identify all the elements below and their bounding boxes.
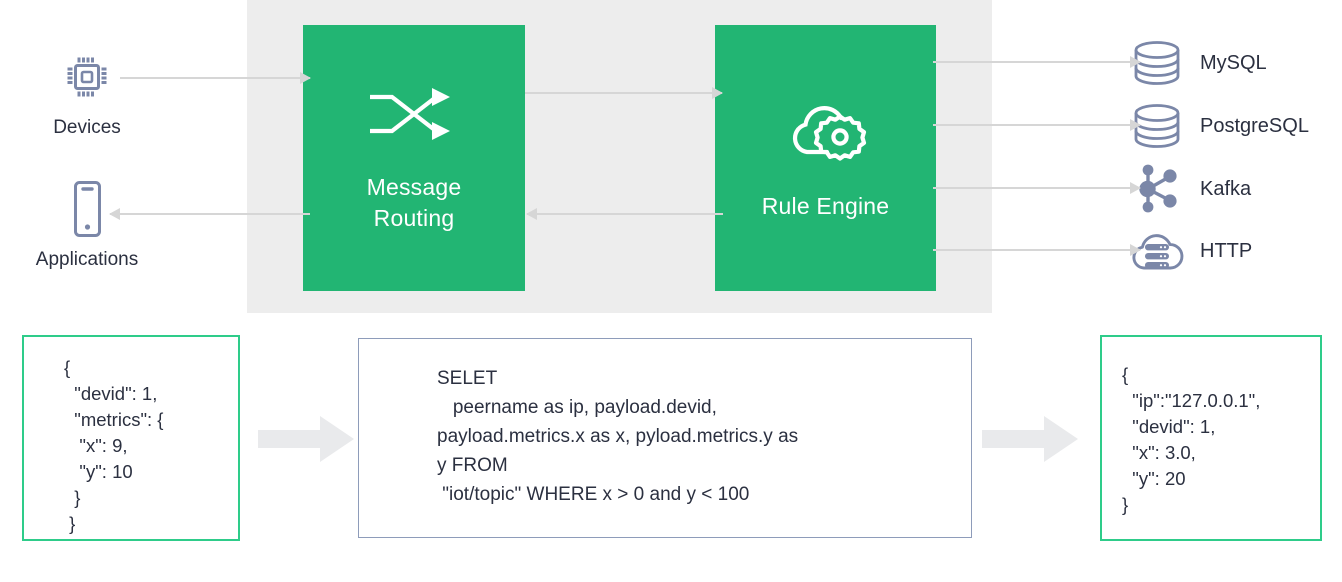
arrowhead-left-icon <box>109 208 120 220</box>
label-line-2: Routing <box>373 204 455 231</box>
service-box-rule-engine-label: Rule Engine <box>761 193 890 219</box>
output-payload-text: { "ip":"127.0.0.1", "devid": 1, "x": 3.0… <box>1122 364 1261 515</box>
cloud-gear-icon <box>784 94 868 169</box>
shuffle-routing-icon <box>368 83 460 150</box>
mobile-phone-icon <box>12 178 162 240</box>
connector-line <box>933 187 1140 189</box>
arrowhead-right-icon <box>1130 244 1141 256</box>
connector-rule-engine-to-mysql <box>933 56 1141 68</box>
connector-line <box>525 92 722 94</box>
arrowhead-right-icon <box>712 87 723 99</box>
service-box-message-routing-label: Message Routing <box>367 172 462 234</box>
endpoint-kafka[interactable]: Kafka <box>1130 162 1251 216</box>
connector-line <box>527 213 723 215</box>
endpoint-mysql[interactable]: MySQL <box>1130 36 1267 90</box>
connector-routing-to-applications <box>109 208 310 220</box>
endpoint-mysql-label: MySQL <box>1200 51 1267 74</box>
connector-routing-to-rule-engine <box>525 87 723 99</box>
arrowhead-right-icon <box>1130 56 1141 68</box>
arrowhead-right-icon <box>1130 119 1141 131</box>
endpoint-http-label: HTTP <box>1200 239 1253 262</box>
flow-arrow-input-to-sql <box>258 416 354 467</box>
connector-line <box>120 77 310 79</box>
endpoint-devices-label: Devices <box>53 117 121 138</box>
connector-rule-engine-to-postgresql <box>933 119 1141 131</box>
input-payload-box[interactable]: { "devid": 1, "metrics": { "x": 9, "y": … <box>22 335 240 541</box>
cloud-server-icon <box>1130 224 1184 278</box>
connector-devices-to-routing <box>120 72 311 84</box>
label-line-1: Message <box>366 173 462 200</box>
endpoint-postgresql-label: PostgreSQL <box>1200 114 1309 137</box>
connector-line <box>933 124 1140 126</box>
chip-icon <box>12 46 162 108</box>
flow-arrow-sql-to-output <box>982 416 1078 467</box>
arrowhead-right-icon <box>1130 182 1141 194</box>
connector-rule-engine-to-routing <box>526 208 723 220</box>
connector-rule-engine-to-kafka <box>933 182 1141 194</box>
endpoint-http[interactable]: HTTP <box>1130 224 1252 278</box>
endpoint-applications-label: Applications <box>35 249 139 270</box>
connector-line <box>110 213 310 215</box>
endpoint-postgresql[interactable]: PostgreSQL <box>1130 99 1309 153</box>
connector-line <box>933 249 1140 251</box>
endpoint-applications[interactable]: Applications <box>12 178 162 272</box>
input-payload-text: { "devid": 1, "metrics": { "x": 9, "y": … <box>64 357 164 534</box>
service-box-rule-engine[interactable]: Rule Engine <box>715 25 936 291</box>
rule-sql-text: SELET peername as ip, payload.devid, pay… <box>437 368 799 505</box>
arrowhead-left-icon <box>526 208 537 220</box>
output-payload-box[interactable]: { "ip":"127.0.0.1", "devid": 1, "x": 3.0… <box>1100 335 1322 541</box>
arrowhead-right-icon <box>300 72 311 84</box>
endpoint-kafka-label: Kafka <box>1200 177 1252 200</box>
node-graph-icon <box>1130 162 1184 216</box>
connector-rule-engine-to-http <box>933 244 1141 256</box>
endpoint-devices[interactable]: Devices <box>12 46 162 140</box>
rule-sql-box[interactable]: SELET peername as ip, payload.devid, pay… <box>358 338 972 538</box>
connector-line <box>933 61 1140 63</box>
service-box-message-routing[interactable]: Message Routing <box>303 25 525 291</box>
